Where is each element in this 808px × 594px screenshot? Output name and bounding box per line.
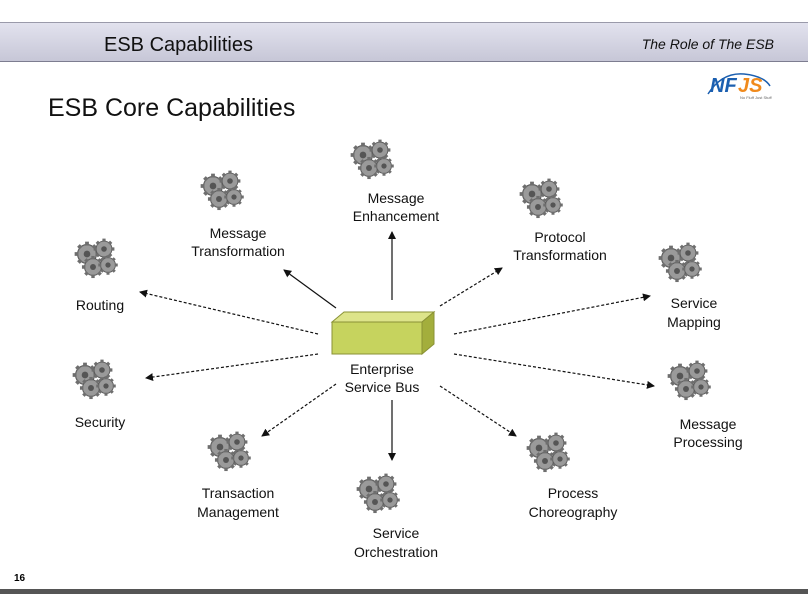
- slide-title: ESB Core Capabilities: [48, 94, 296, 122]
- top-strip: [0, 0, 808, 22]
- gears-icon: [659, 243, 702, 282]
- svg-text:JS: JS: [738, 75, 763, 97]
- gears-icon: [520, 179, 563, 218]
- label-message-processing-1: Message: [680, 416, 737, 432]
- arrow-process-choreography: [439, 385, 517, 437]
- page-number: 16: [14, 573, 26, 584]
- svg-text:NF: NF: [710, 75, 737, 97]
- label-protocol-transformation-1: Protocol: [534, 229, 585, 245]
- arrow-transaction-management: [261, 383, 337, 437]
- svg-text:No Fluff Just Stuff: No Fluff Just Stuff: [740, 95, 773, 100]
- label-process-choreography-1: Process: [548, 485, 599, 501]
- label-message-transformation-1: Message: [210, 225, 267, 241]
- label-service-mapping-1: Service: [671, 295, 718, 311]
- label-transaction-management-1: Transaction: [202, 485, 275, 501]
- label-message-transformation-2: Transformation: [191, 243, 285, 259]
- label-message-enhancement-1: Message: [368, 190, 425, 206]
- arrow-service-mapping: [453, 293, 651, 335]
- label-transaction-management-2: Management: [197, 504, 279, 520]
- arrow-protocol-transformation: [439, 267, 503, 307]
- label-service-mapping-2: Mapping: [667, 314, 721, 330]
- arrow-security: [145, 353, 319, 381]
- gears-icon: [527, 433, 570, 472]
- arrow-message-processing: [453, 353, 655, 389]
- label-process-choreography-2: Choreography: [529, 504, 618, 520]
- label-protocol-transformation-2: Transformation: [513, 247, 607, 263]
- gears-icon: [75, 239, 118, 278]
- label-service-orchestration-2: Orchestration: [354, 544, 438, 560]
- gears-icon: [73, 360, 116, 399]
- header-subtitle: The Role of The ESB: [641, 36, 774, 52]
- header-title: ESB Capabilities: [104, 34, 253, 56]
- esb-label-line1: Enterprise: [350, 361, 414, 377]
- esb-box: [330, 310, 436, 356]
- header-bar: ESB Capabilities The Role of The ESB: [0, 22, 808, 62]
- gears-icon: [208, 432, 251, 471]
- label-routing: Routing: [76, 297, 124, 313]
- label-message-processing-2: Processing: [673, 434, 742, 450]
- gears-icon: [357, 474, 400, 513]
- esb-label-line2: Service Bus: [345, 379, 420, 395]
- gears-icon: [351, 140, 394, 179]
- nfjs-logo: NF JS No Fluff Just Stuff: [707, 73, 773, 100]
- gears-icon: [668, 361, 711, 400]
- label-message-enhancement-2: Enhancement: [353, 208, 440, 224]
- arrow-message-transformation: [283, 269, 337, 309]
- arrow-routing: [139, 289, 319, 335]
- gears-icon: [201, 171, 244, 210]
- label-service-orchestration-1: Service: [373, 525, 420, 541]
- arrows: [139, 231, 655, 461]
- bottom-rule: [0, 589, 808, 594]
- label-security: Security: [75, 414, 126, 430]
